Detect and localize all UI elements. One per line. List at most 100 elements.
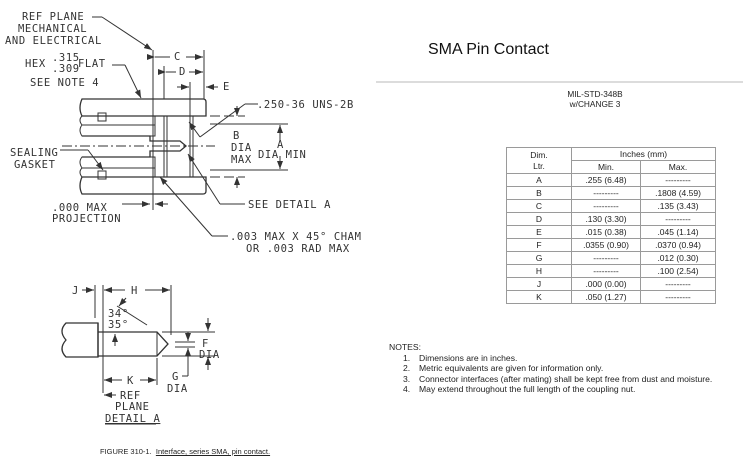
table-row: E.015 (0.38).045 (1.14) xyxy=(506,225,716,239)
table-row: H---------.100 (2.54) xyxy=(506,264,716,278)
dim-b-dia: DIA xyxy=(231,142,252,154)
dim-c-label: C xyxy=(174,51,181,63)
sealing-gasket-label-2: GASKET xyxy=(14,159,56,171)
chamfer-spec-label-2: OR .003 RAD MAX xyxy=(246,243,350,255)
thread-spec-label: .250-36 UNS-2B xyxy=(257,99,354,111)
note-item: 4. May extend throughout the full length … xyxy=(403,384,712,395)
cell-max: .0370 (0.94) xyxy=(640,238,716,252)
projection-label: .000 MAX xyxy=(52,202,107,214)
cell-ltr: G xyxy=(506,251,572,265)
cell-min: --------- xyxy=(571,264,641,278)
table-row: G---------.012 (0.30) xyxy=(506,251,716,265)
dim-e-label: E xyxy=(223,81,230,93)
note-item: 1. Dimensions are in inches. xyxy=(403,353,712,364)
table-row: A.255 (6.48)--------- xyxy=(506,173,716,187)
cell-ltr: D xyxy=(506,212,572,226)
cell-min: .015 (0.38) xyxy=(571,225,641,239)
dim-h-label: H xyxy=(131,285,138,297)
standard-change: w/CHANGE 3 xyxy=(569,99,621,109)
cell-min: --------- xyxy=(571,199,641,213)
page-title: SMA Pin Contact xyxy=(428,41,549,58)
hex-label: HEX xyxy=(25,58,46,70)
gasket-oring-bottom xyxy=(97,170,107,180)
detail-a-title: DETAIL A xyxy=(105,413,160,425)
dim-b-max: MAX xyxy=(231,154,252,166)
dim-j-label: J xyxy=(72,285,79,297)
standard-reference: MIL-STD-348B w/CHANGE 3 xyxy=(520,89,670,109)
cell-min: --------- xyxy=(571,186,641,200)
note-text: Connector interfaces (after mating) shal… xyxy=(419,373,713,384)
cell-min: .130 (3.30) xyxy=(571,212,641,226)
figure-number: FIGURE 310-1. xyxy=(100,447,152,456)
connector-section-view: REF PLANE MECHANICAL AND ELECTRICAL HEX … xyxy=(5,11,362,255)
table-row: D.130 (3.30)--------- xyxy=(506,212,716,226)
angle-34-label: 34° xyxy=(108,308,129,320)
title-divider xyxy=(376,81,743,83)
cell-min: .255 (6.48) xyxy=(571,173,641,187)
pin xyxy=(82,135,188,158)
cell-min: .050 (1.27) xyxy=(571,290,641,304)
dim-f-label: F xyxy=(202,338,209,350)
cell-max: .012 (0.30) xyxy=(640,251,716,265)
note-number: 2. xyxy=(403,363,411,373)
header-min: Min. xyxy=(571,160,641,174)
dim-k-label: K xyxy=(127,375,134,387)
note-number: 3. xyxy=(403,373,411,384)
dimensions-table: Dim. Ltr. Inches (mm) Min. Max. A.255 (6… xyxy=(506,147,716,304)
cell-min: .0355 (0.90) xyxy=(571,238,641,252)
note-item: 2. Metric equivalents are given for infor… xyxy=(403,363,712,374)
note-text: Metric equivalents are given for informa… xyxy=(419,363,604,373)
projection-label-2: PROJECTION xyxy=(52,213,121,225)
notes-heading: NOTES: xyxy=(389,342,421,352)
see-note-label: SEE NOTE 4 xyxy=(30,77,99,89)
cell-ltr: H xyxy=(506,264,572,278)
header-dim-ltr: Dim. Ltr. xyxy=(506,147,572,174)
note-number: 4. xyxy=(403,384,411,394)
dim-a-label: A xyxy=(277,139,284,151)
note-text: Dimensions are in inches. xyxy=(419,352,518,363)
dim-g-label: G xyxy=(172,371,179,383)
chamfer-spec-label: .003 MAX X 45° CHAM xyxy=(230,231,362,243)
ref-plane-detail-label-2: PLANE xyxy=(115,401,150,413)
figure-caption: FIGURE 310-1. Interface, series SMA, pin… xyxy=(100,447,270,456)
cell-max: --------- xyxy=(640,173,716,187)
cell-ltr: K xyxy=(506,290,572,304)
cell-max: .100 (2.54) xyxy=(640,264,716,278)
ref-plane-label-2: MECHANICAL xyxy=(18,23,87,35)
cell-max: --------- xyxy=(640,290,716,304)
detail-a-view: J H 34° 35° F DIA G DIA K REF PLANE xyxy=(61,285,220,425)
header-units: Inches (mm) xyxy=(571,147,716,161)
see-detail-a-label: SEE DETAIL A xyxy=(248,199,331,211)
cell-ltr: C xyxy=(506,199,572,213)
hex-bottom-value: .309 xyxy=(52,63,80,75)
note-number: 1. xyxy=(403,352,411,363)
cell-min: --------- xyxy=(571,251,641,265)
note-item: 3. Connector interfaces (after mating) sh… xyxy=(403,374,712,385)
angle-35-label: 35° xyxy=(108,319,129,331)
dim-d-label: D xyxy=(179,66,186,78)
figure-title: Interface, series SMA, pin contact. xyxy=(155,447,271,456)
cell-ltr: B xyxy=(506,186,572,200)
notes-list: 1. Dimensions are in inches. 2. Metric equi… xyxy=(389,353,712,395)
cell-max: .045 (1.14) xyxy=(640,225,716,239)
table-row: B---------.1808 (4.59) xyxy=(506,186,716,200)
header-dim: Dim. xyxy=(530,149,548,160)
table-row: J.000 (0.00)--------- xyxy=(506,277,716,291)
cell-ltr: J xyxy=(506,277,572,291)
ref-plane-label-3: AND ELECTRICAL xyxy=(5,35,102,47)
dim-f-dia: DIA xyxy=(199,349,220,361)
dim-a-dia-min: DIA MIN xyxy=(258,149,306,161)
hex-top-value: .315 xyxy=(52,52,80,64)
cell-ltr: A xyxy=(506,173,572,187)
cell-max: .135 (3.43) xyxy=(640,199,716,213)
note-text: May extend throughout the full length of… xyxy=(419,384,636,394)
cell-min: .000 (0.00) xyxy=(571,277,641,291)
sealing-gasket-label: SEALING xyxy=(10,147,58,159)
header-max: Max. xyxy=(640,160,716,174)
dim-g-dia: DIA xyxy=(167,383,188,395)
dim-b-label: B xyxy=(233,130,240,142)
cell-max: --------- xyxy=(640,277,716,291)
gasket-oring-top xyxy=(97,112,107,122)
ref-plane-detail-label: REF xyxy=(120,390,141,402)
